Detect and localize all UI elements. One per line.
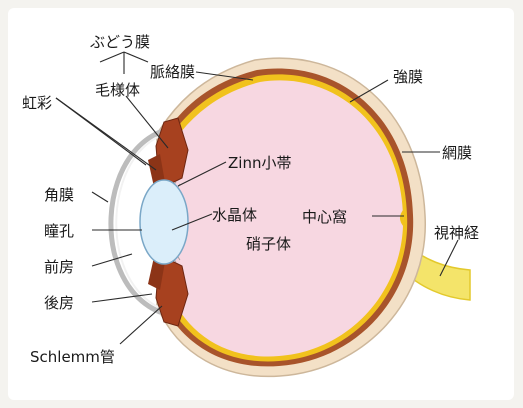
label-choroid: 脈絡膜 — [150, 63, 195, 81]
label-fovea: 中心窩 — [302, 208, 347, 226]
label-optic-nerve: 視神経 — [434, 224, 479, 242]
label-anterior-chamber: 前房 — [44, 258, 74, 276]
label-retina: 網膜 — [442, 144, 472, 162]
label-cornea: 角膜 — [44, 186, 74, 204]
label-zonule: Zinn小帯 — [228, 154, 291, 172]
label-uvea: ぶどう膜 — [90, 33, 150, 51]
label-ciliary-body: 毛様体 — [95, 81, 140, 99]
label-vitreous: 硝子体 — [246, 235, 291, 253]
label-posterior-chamber: 後房 — [44, 294, 74, 312]
lens-shape — [140, 180, 188, 264]
label-iris: 虹彩 — [22, 94, 52, 112]
label-sclera: 強膜 — [393, 68, 423, 86]
label-pupil: 瞳孔 — [44, 222, 74, 240]
label-lens: 水晶体 — [212, 206, 257, 224]
label-schlemm-canal: Schlemm管 — [30, 348, 115, 366]
